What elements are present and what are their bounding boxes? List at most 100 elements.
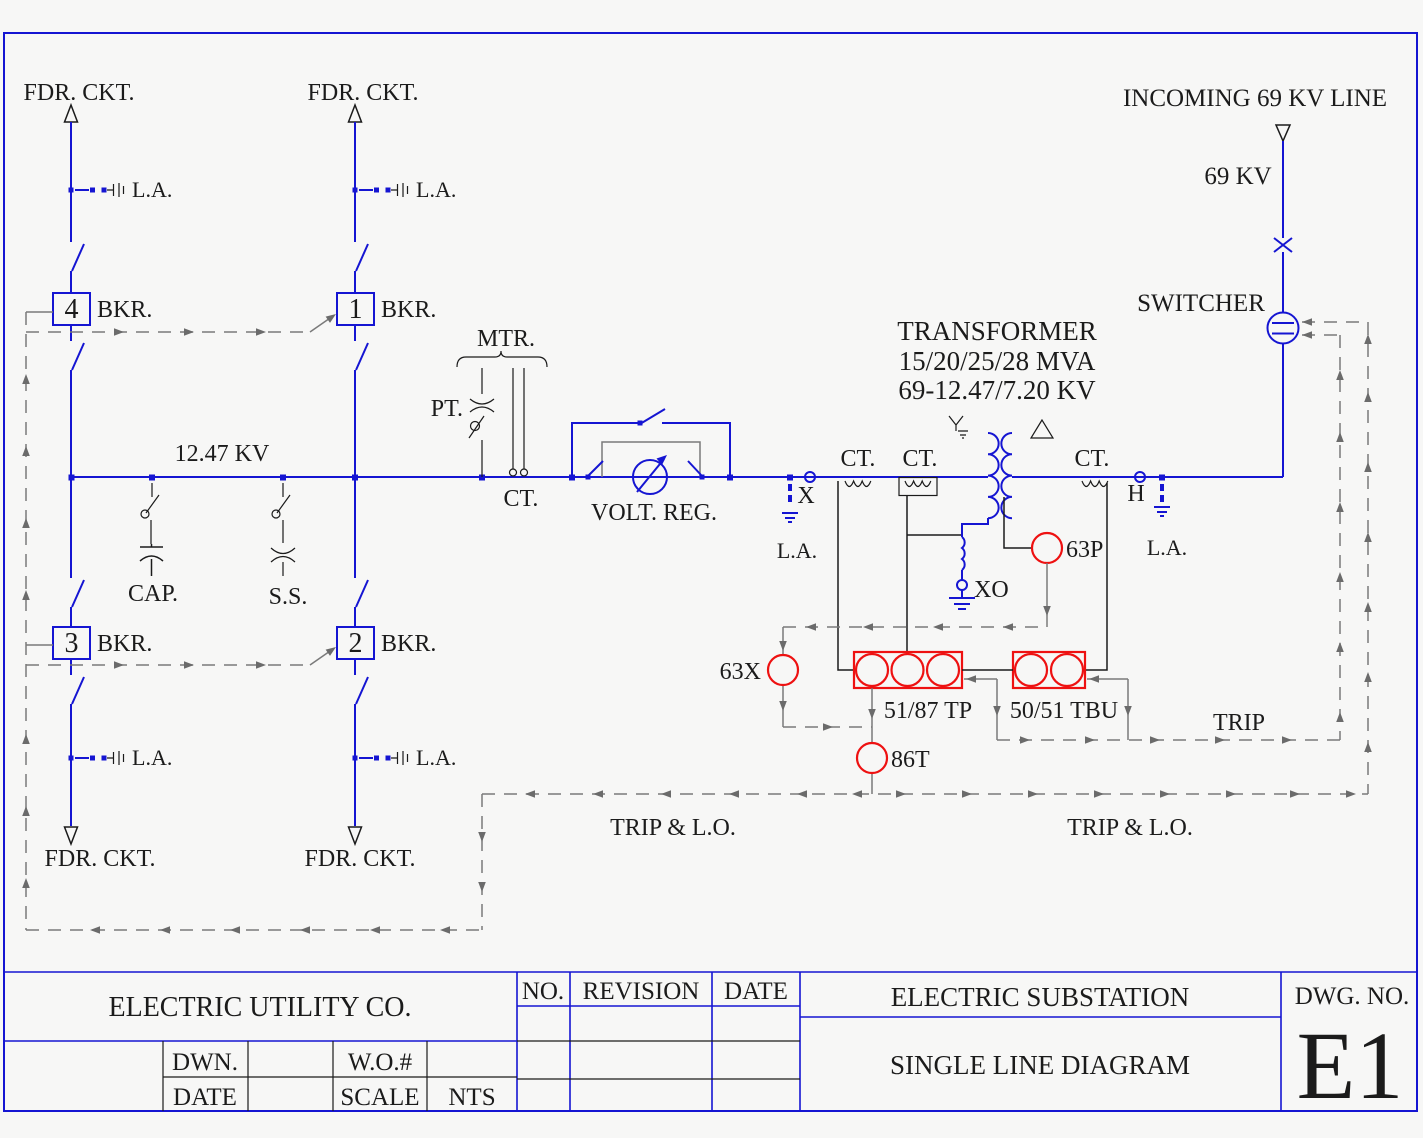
scale-label: SCALE [340,1084,419,1111]
feeder-label: FDR. CKT. [24,80,135,106]
regulator-bypass-gray [601,441,701,477]
arrester-icon [391,751,409,765]
neutral-grounding: XO [949,518,1009,610]
terminal-xo-label: XO [974,577,1009,603]
xo-bushing-icon [956,579,968,591]
ct-coil-icon [844,479,872,488]
terminal-h: H L.A. [1127,471,1187,560]
drawn-label: DWN. [172,1049,238,1076]
feeder-label: FDR. CKT. [308,80,419,106]
meter-label: MTR. [477,326,535,352]
title-block: ELECTRIC UTILITY CO. NO. REVISION DATE D… [4,971,1417,1119]
arrow-down-icon [347,826,363,847]
lightning-arrester-tap: L.A. [352,177,456,202]
relay-86t-label: 86T [891,747,930,773]
arrester-label: L.A. [416,745,456,770]
transformer-icon [270,547,296,576]
relay-63x-label: 63X [720,659,761,685]
station-service-label: S.S. [269,584,308,610]
capacitor-label: CAP. [128,581,178,607]
breaker-2-number: 2 [349,628,363,659]
incoming-line: INCOMING 69 KV LINE 69 KV [1123,85,1387,313]
circuit-switcher: SWITCHER [1137,290,1300,345]
lightning-arrester-tap: L.A. [352,745,456,770]
scale-value: NTS [448,1084,495,1111]
ground-icon [782,512,798,523]
pt-icon [469,368,495,413]
volt-reg-label: VOLT. REG. [591,500,717,526]
delta-icon [1029,418,1055,439]
fuse-cutout-icon [271,509,281,519]
revision-date-header: DATE [724,978,788,1005]
wye-ground-icon [948,415,968,439]
feeder-label: FDR. CKT. [305,846,416,872]
company-name: ELECTRIC UTILITY CO. [108,992,411,1023]
fuse-cutout-icon [469,420,481,432]
arrow-down-icon [63,826,79,847]
capacitor-branch: CAP. [128,483,178,607]
feeder-label: FDR. CKT. [45,846,156,872]
feeder-circuit-1: FDR. CKT. L.A. 1 BKR. [308,80,456,477]
relay-50-51-tbu: 50/51 TBU [1010,650,1118,724]
station-service-branch: S.S. [269,483,308,610]
ct-label: CT. [504,486,539,512]
ct-coil-icon [1081,479,1109,488]
bushing-icon [1134,471,1146,483]
pt-label: PT. [431,396,463,422]
trip-lockout-label: TRIP & L.O. [610,815,736,841]
arrester-icon [391,183,409,197]
breaker-label: BKR. [97,297,152,323]
ground-icon [1154,506,1170,517]
terminal-x: X L.A. [777,471,817,563]
relay-63x-icon [766,653,800,687]
trip-control-wiring: TRIP TRIP & L.O. TRIP & L.O. [25,311,1369,931]
lightning-arrester-tap: L.A. [68,177,172,202]
ct-label: CT. [1075,446,1110,472]
breaker-label: BKR. [97,631,152,657]
arrow-up-icon [63,102,79,123]
switcher-icon [1266,311,1300,345]
relay-63p-label: 63P [1066,537,1103,563]
lightning-arrester-tap: L.A. [68,745,172,770]
arrester-label: L.A. [777,538,817,563]
sheet-border [3,32,1418,1112]
arrow-up-icon [347,102,363,123]
relay-51-87-tp: 51/87 TP [852,650,972,724]
revision-no-header: NO. [522,978,564,1005]
bus-voltage-label: 12.47 KV [175,441,270,467]
ct-label: CT. [903,446,938,472]
breaker-1-number: 1 [349,294,363,325]
neutral-coil-icon [960,536,966,571]
fuse-cutout-icon [140,509,150,519]
transformer-title: TRANSFORMER [897,316,1097,346]
breaker-label: BKR. [381,297,436,323]
breaker-label: BKR. [381,631,436,657]
brace-icon [456,350,548,368]
dwg-no-value: E1 [1297,1012,1404,1119]
switcher-label: SWITCHER [1137,290,1265,317]
bus-12kv: 12.47 KV [68,344,1284,481]
ct-box [898,476,938,497]
arrester-icon [107,751,125,765]
trip-lockout-label: TRIP & L.O. [1067,815,1193,841]
open-point-icon [1273,237,1293,253]
incoming-line-label: INCOMING 69 KV LINE [1123,85,1387,112]
power-transformer: TRANSFORMER 15/20/25/28 MVA 69-12.47/7.2… [897,316,1097,549]
relay-86t-icon [855,741,889,775]
voltage-regulator: VOLT. REG. [571,408,731,526]
revision-header: REVISION [583,978,700,1005]
transformer-kv: 69-12.47/7.20 KV [898,375,1096,405]
winding-primary-icon [987,432,1000,520]
work-order-label: W.O.# [348,1049,413,1076]
feeder-circuit-2: 2 BKR. L.A. FDR. CKT. [305,477,456,872]
relay-63p: 63P [1030,531,1103,627]
project-title: ELECTRIC SUBSTATION [891,982,1190,1012]
arrester-label: L.A. [132,745,172,770]
date-label: DATE [173,1084,237,1111]
bushing-icon [804,471,816,483]
arrester-label: L.A. [416,177,456,202]
ct-lines [512,368,525,469]
ct-label: CT. [841,446,876,472]
